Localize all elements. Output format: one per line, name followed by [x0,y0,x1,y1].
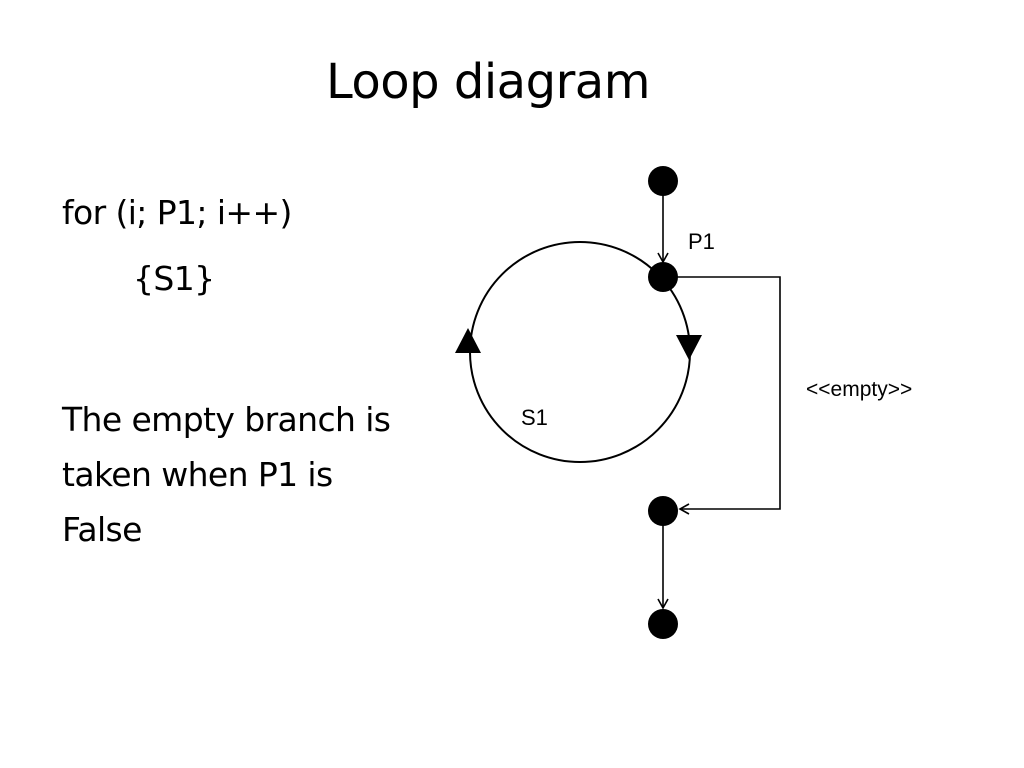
label-body: S1 [521,405,548,430]
code-line-body: {S1} [133,259,215,298]
page-title: Loop diagram [326,54,650,110]
code-line-for: for (i; P1; i++) [62,193,292,232]
note-line: False [62,510,142,549]
label-predicate: P1 [688,229,715,254]
edge-empty-branch [676,276,781,515]
loop-arrow-down-icon [676,335,702,360]
explanation-note: The empty branch is taken when P1 is Fal… [62,392,462,557]
predicate-node [648,262,678,292]
label-empty-branch: <<empty>> [806,378,912,401]
start-node [648,166,678,196]
loop-arrow-up-icon [455,328,481,353]
note-line: taken when P1 is [62,455,333,494]
note-line: The empty branch is [62,400,391,439]
end-node [648,609,678,639]
merge-node [648,496,678,526]
